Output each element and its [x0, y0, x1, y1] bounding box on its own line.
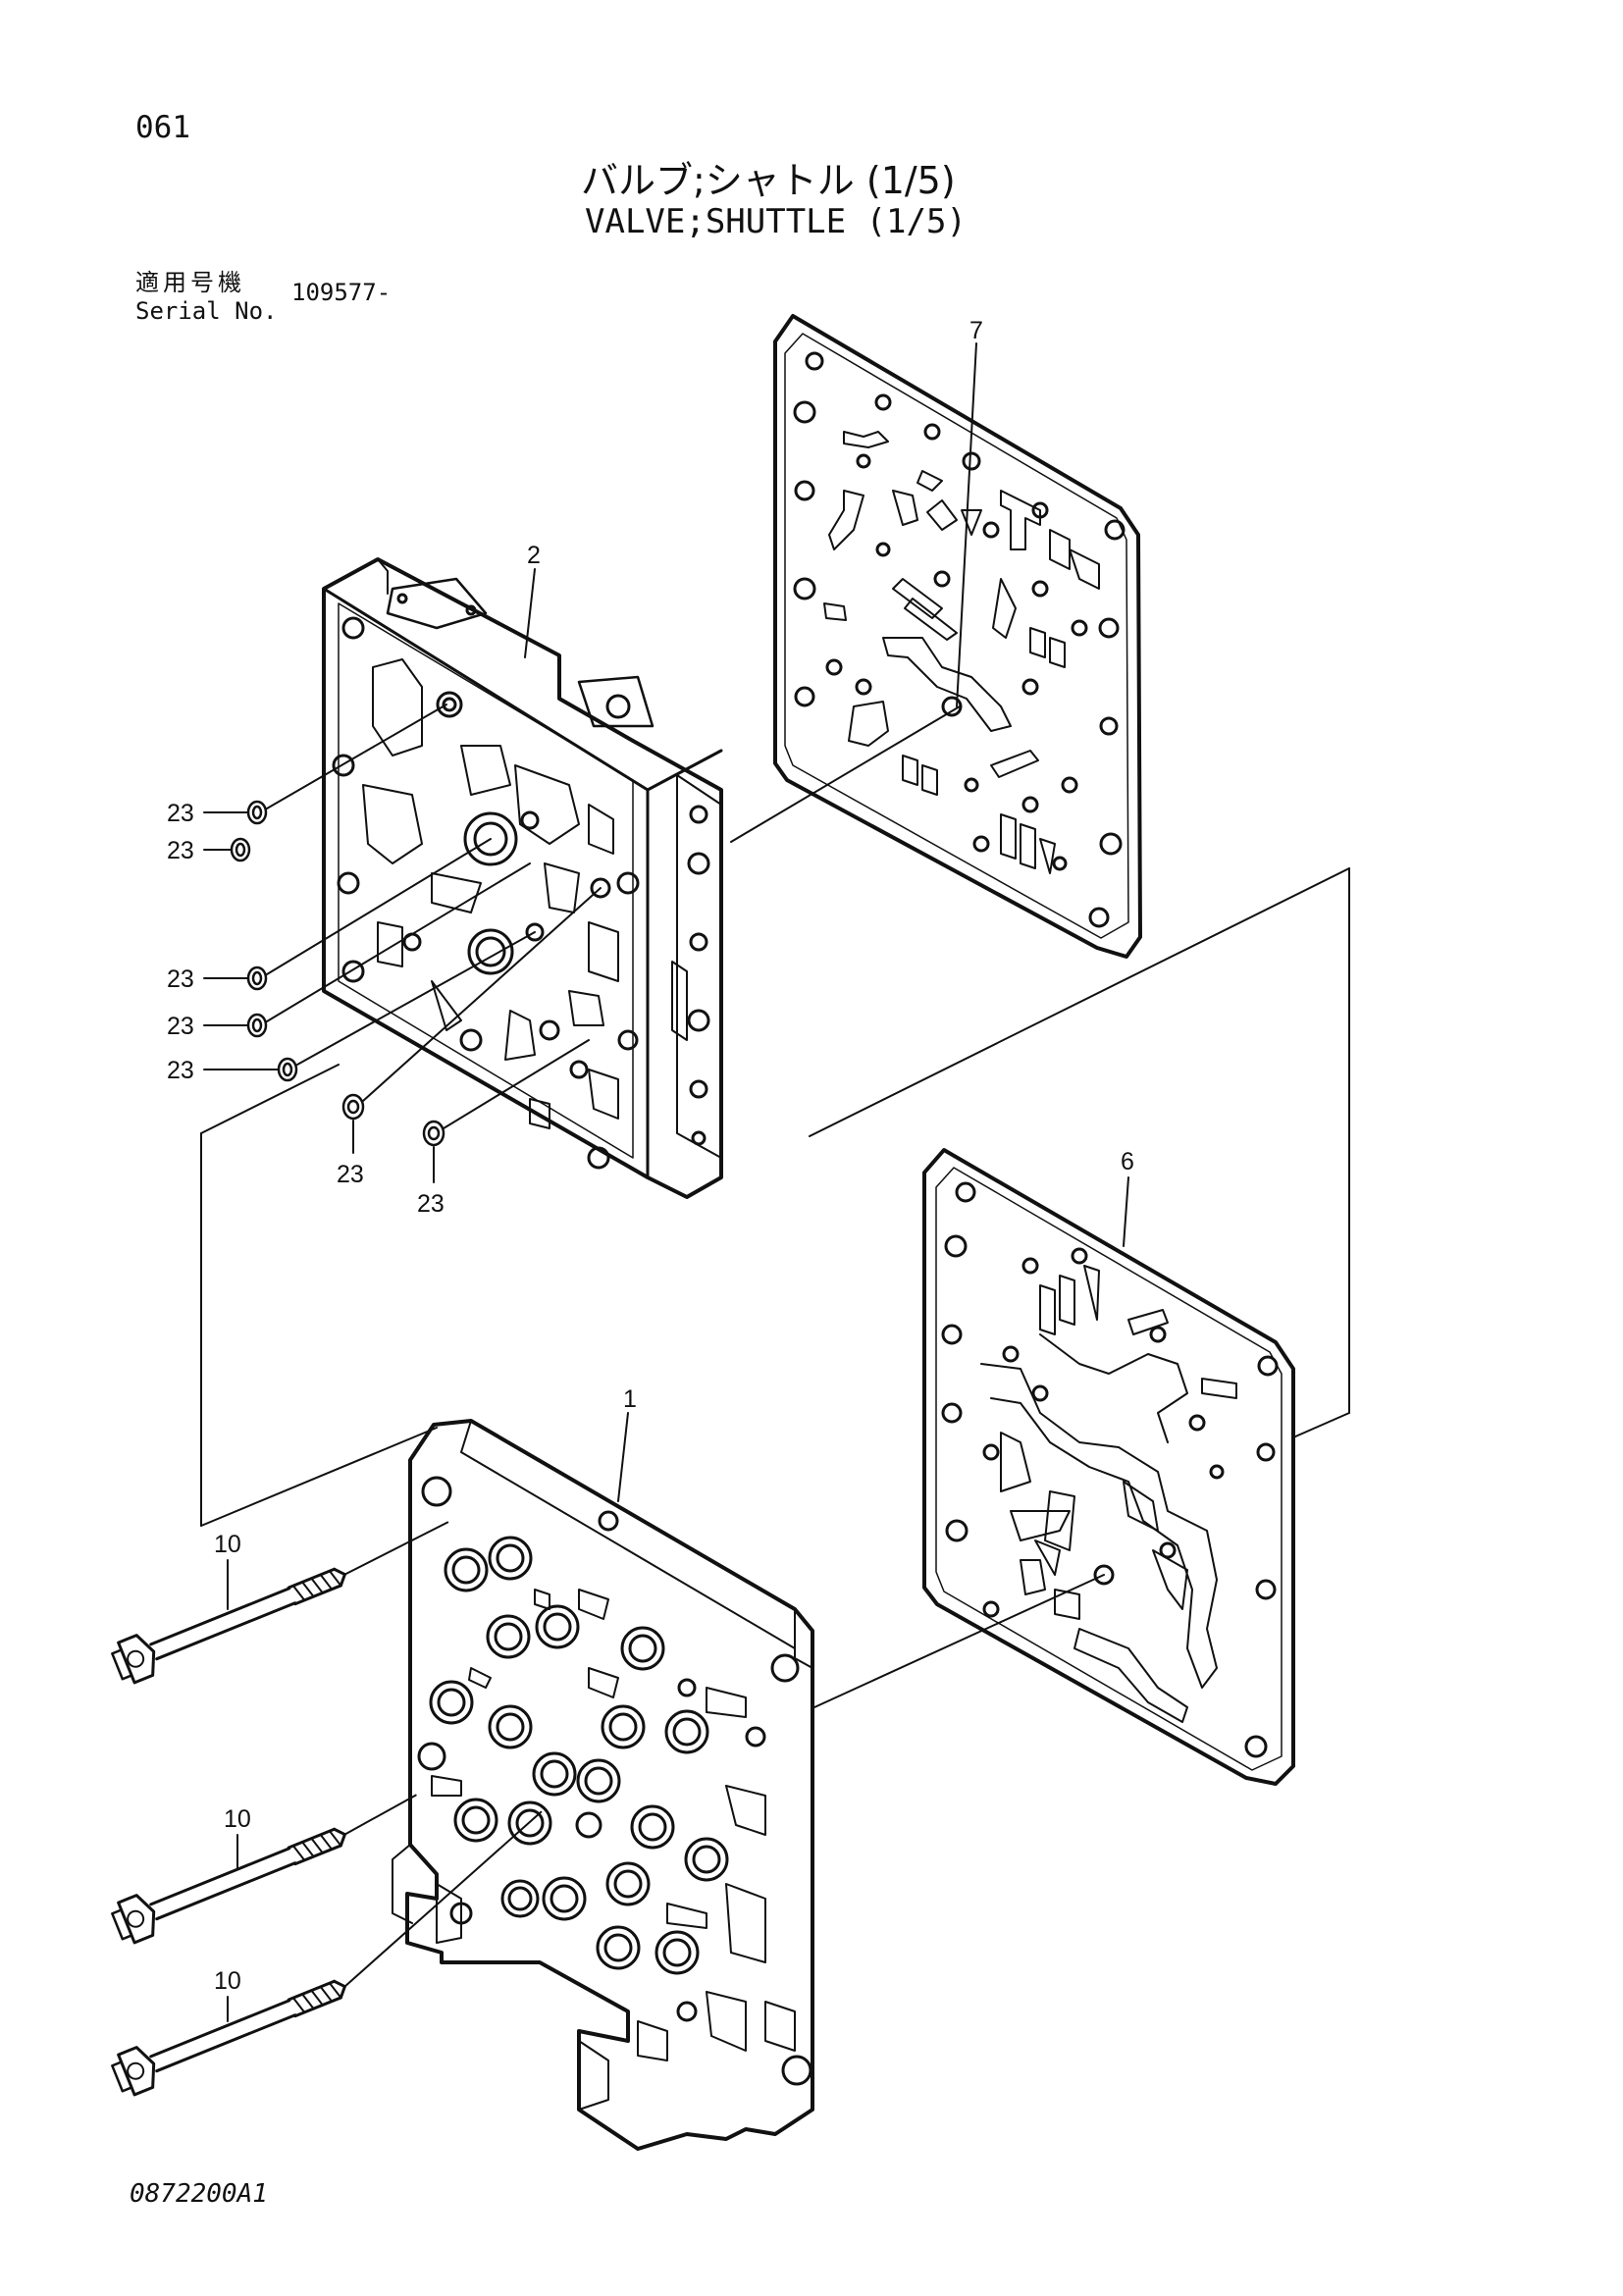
- callout-23-b: 23: [167, 837, 194, 864]
- serial-label-english: Serial No.: [135, 297, 278, 325]
- callout-23-c: 23: [167, 965, 194, 993]
- bolt-callout-leaders: [227, 1559, 238, 2022]
- callout-7: 7: [969, 317, 983, 344]
- seal-23-c: [246, 965, 268, 991]
- part-6-plate: [922, 1148, 1295, 1786]
- seal-23-leader-lines: [203, 704, 602, 1183]
- bolt-10-bottom: [111, 1810, 543, 2097]
- leader-line-2: [524, 568, 536, 658]
- seal-23-a: [246, 800, 268, 825]
- serial-number-value: 109577-: [291, 279, 392, 306]
- part-2-housing: [322, 557, 723, 1199]
- seal-23-e: [277, 1057, 298, 1082]
- callout-23-e: 23: [167, 1057, 194, 1084]
- bolt-10-top: [111, 1521, 449, 1685]
- callout-2: 2: [527, 542, 541, 569]
- serial-label-japanese: 適用号機: [135, 269, 245, 296]
- leader-line-7: [956, 342, 977, 707]
- callout-labels: 2 7 6 1 23 23 23 23 23 23 23 10 10 10: [167, 317, 1134, 1995]
- callout-23-g: 23: [417, 1190, 445, 1218]
- callout-23-f: 23: [337, 1161, 364, 1188]
- drawing-number: 0872200A1: [130, 2179, 268, 2209]
- callout-6: 6: [1121, 1148, 1134, 1175]
- seal-23-set: [230, 800, 445, 1147]
- seal-23-g: [422, 1120, 445, 1147]
- seal-23-b: [230, 837, 251, 862]
- callout-23-a: 23: [167, 800, 194, 827]
- page-number: 061: [135, 110, 190, 145]
- part-7-plate: [773, 314, 1142, 959]
- title-english: VALVE;SHUTTLE (1/5): [585, 202, 967, 241]
- callout-1: 1: [623, 1385, 637, 1413]
- leader-line-1: [617, 1412, 629, 1502]
- assembly-frame-lines: [200, 705, 1350, 1708]
- seal-23-d: [246, 1013, 268, 1038]
- part-1-valve-body: [392, 1419, 814, 2151]
- leader-line-6: [1123, 1176, 1129, 1247]
- callout-10-bottom: 10: [214, 1967, 241, 1995]
- callout-23-d: 23: [167, 1013, 194, 1040]
- callout-10-middle: 10: [224, 1805, 251, 1833]
- callout-10-top: 10: [214, 1531, 241, 1558]
- seal-23-f: [341, 1093, 365, 1121]
- title-japanese: バルブ;シャトル (1/5): [581, 159, 956, 202]
- bolt-10-middle: [111, 1794, 417, 1945]
